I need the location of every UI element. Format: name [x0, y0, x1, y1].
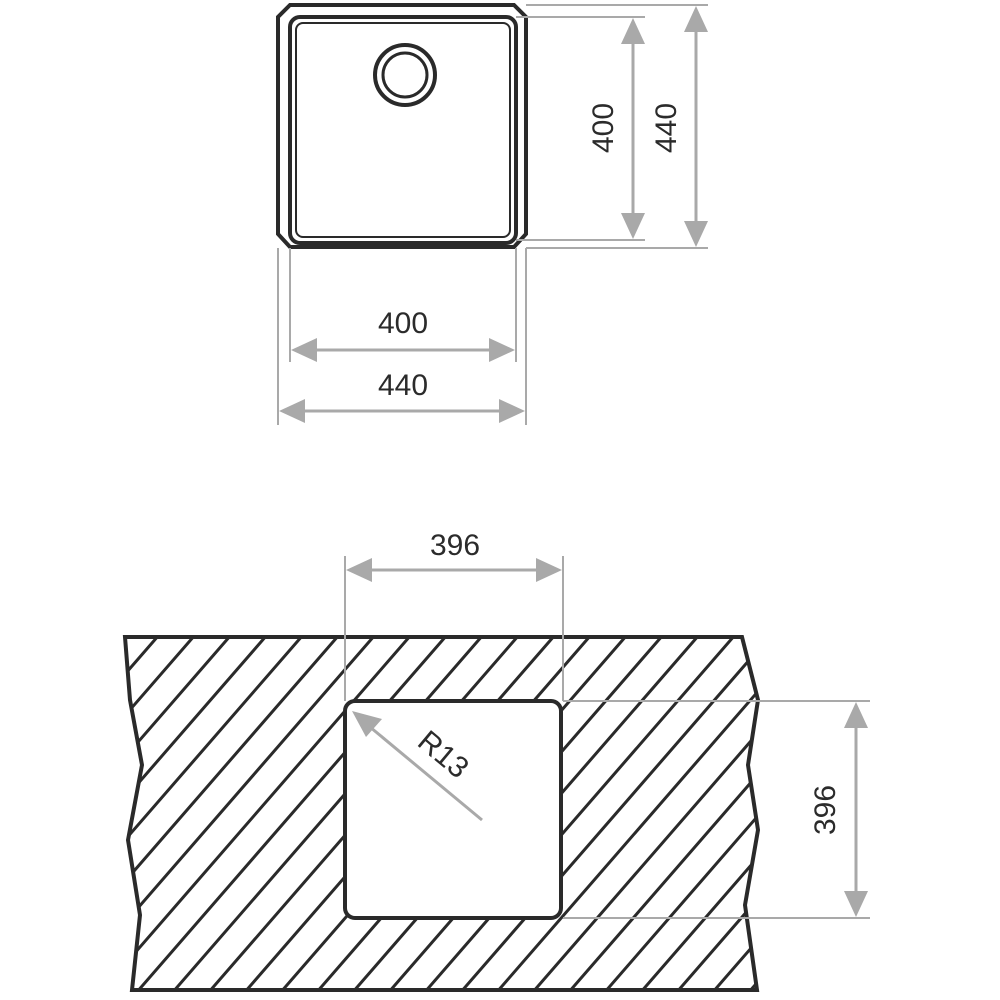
top-view-extension-lines	[277, 4, 708, 425]
cutout-opening	[343, 699, 563, 920]
cutout-width-dimension: 396	[346, 529, 562, 582]
outer-height-label: 440	[650, 103, 683, 153]
cutout-extension-lines	[344, 556, 870, 919]
sink-inner-bowl-edge	[295, 22, 511, 238]
inner-height-dimension: 400	[587, 18, 645, 239]
countertop-section	[122, 635, 761, 992]
cutout-height-label: 396	[809, 785, 842, 835]
inner-width-dimension: 400	[291, 307, 515, 362]
sink-top-view	[276, 3, 528, 249]
cutout-height-dimension: 396	[809, 702, 868, 917]
outer-width-dimension: 440	[279, 369, 525, 423]
sink-inner-bowl	[288, 15, 518, 245]
inner-height-label: 400	[587, 103, 620, 153]
outer-height-dimension: 440	[650, 6, 708, 247]
inner-width-label: 400	[378, 307, 428, 340]
outer-width-label: 440	[378, 369, 428, 402]
drain-icon	[373, 43, 437, 107]
sink-outer-rim	[276, 3, 528, 249]
cutout-width-label: 396	[430, 529, 480, 562]
